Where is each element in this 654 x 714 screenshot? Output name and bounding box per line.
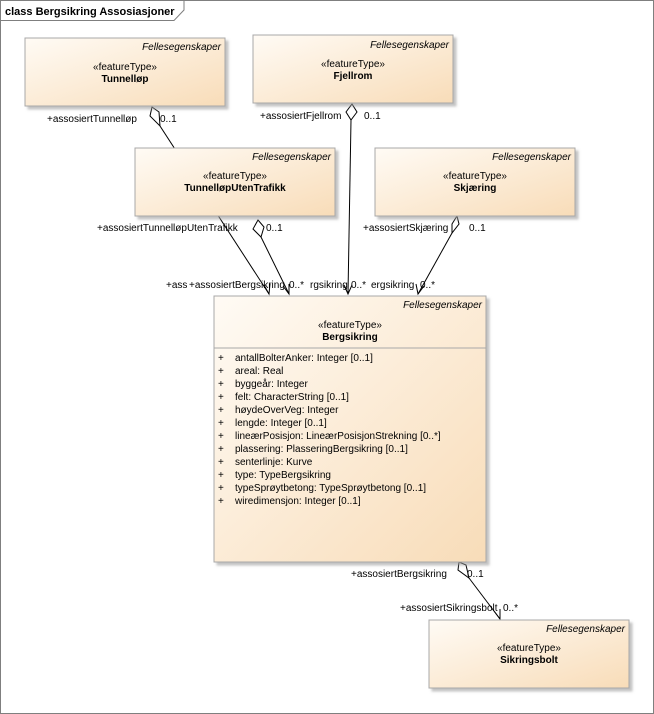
arrowhead-tunnellop bbox=[263, 283, 271, 296]
class-box bbox=[252, 34, 454, 104]
role-label: +ass bbox=[166, 280, 187, 291]
attribute-visibility: + bbox=[218, 470, 224, 481]
attribute-visibility: + bbox=[218, 457, 224, 468]
stereotype-label: «featureType» bbox=[321, 59, 385, 70]
attribute: wiredimensjon: Integer [0..1] bbox=[234, 496, 361, 507]
role-label: rgsikring bbox=[310, 280, 348, 291]
attribute: høydeOverVeg: Integer bbox=[235, 405, 339, 416]
attribute-visibility: + bbox=[218, 431, 224, 442]
diamond-skjaering bbox=[451, 214, 460, 235]
package-label: Fellesegenskaper bbox=[252, 152, 332, 163]
role-label: +assosiertFjellrom bbox=[260, 111, 341, 122]
attribute-visibility: + bbox=[218, 444, 224, 455]
attribute-visibility: + bbox=[218, 405, 224, 416]
stereotype-label: «featureType» bbox=[203, 171, 267, 182]
attribute-list: + antallBolterAnker: Integer [0..1] + area… bbox=[218, 353, 441, 507]
arrowhead-tunnellopUtenTrafikk bbox=[282, 284, 290, 296]
association-fjellrom-bergsikring bbox=[347, 119, 352, 295]
attribute-visibility: + bbox=[218, 418, 224, 429]
multiplicity-label: 0..1 bbox=[266, 223, 283, 234]
package-label: Fellesegenskaper bbox=[142, 42, 222, 53]
role-label: +assosiertTunnelløpUtenTrafikk bbox=[97, 223, 239, 234]
class-name: Bergsikring bbox=[322, 332, 378, 343]
role-label: +assosiertSikringsbolt bbox=[400, 603, 498, 614]
attribute-visibility: + bbox=[218, 496, 224, 507]
association-tunnellopUtenTrafikk-bergsikring bbox=[260, 236, 290, 295]
class-box bbox=[428, 619, 630, 689]
role-label: +assosiertBergsikring bbox=[189, 280, 285, 291]
class-name: Fjellrom bbox=[334, 71, 373, 82]
package-label: Fellesegenskaper bbox=[492, 152, 572, 163]
attribute-visibility: + bbox=[218, 366, 224, 377]
stereotype-label: «featureType» bbox=[497, 643, 561, 654]
aggregation-diamonds bbox=[149, 103, 470, 580]
arrowhead-fjellrom bbox=[343, 284, 353, 296]
stereotype-label: «featureType» bbox=[443, 171, 507, 182]
attribute: felt: CharacterString [0..1] bbox=[235, 392, 349, 403]
attribute: senterlinje: Kurve bbox=[235, 457, 313, 468]
class-name: Tunnelløp bbox=[101, 74, 148, 85]
attribute-visibility: + bbox=[218, 392, 224, 403]
multiplicity-label: 0..* bbox=[420, 280, 435, 291]
attribute: lengde: Integer [0..1] bbox=[235, 418, 327, 429]
stereotype-label: «featureType» bbox=[318, 320, 382, 331]
multiplicity-label: 0..* bbox=[289, 280, 304, 291]
class-bergsikring[interactable]: Fellesegenskaper «featureType» Bergsikri… bbox=[213, 295, 487, 563]
arrowhead-skjaering bbox=[415, 283, 425, 296]
arrowhead-sikringsbolt bbox=[493, 609, 501, 621]
diamond-tunnellop bbox=[149, 106, 161, 128]
diamond-tunnellopUtenTrafikk bbox=[252, 219, 265, 238]
attribute-visibility: + bbox=[218, 379, 224, 390]
stereotype-label: «featureType» bbox=[93, 62, 157, 73]
attribute: antallBolterAnker: Integer [0..1] bbox=[235, 353, 373, 364]
attribute: plassering: PlasseringBergsikring [0..1] bbox=[235, 444, 408, 455]
association-labels: +assosiertTunnelløp 0..1 +assosiertFjell… bbox=[47, 111, 518, 614]
package-label: Fellesegenskaper bbox=[546, 624, 626, 635]
multiplicity-label: 0..1 bbox=[469, 223, 486, 234]
package-label: Fellesegenskaper bbox=[370, 40, 450, 51]
frame-title: class Bergsikring Assosiasjoner bbox=[5, 6, 175, 18]
role-label: +assosiertTunnelløp bbox=[47, 114, 137, 125]
attribute: areal: Real bbox=[235, 366, 283, 377]
attribute-visibility: + bbox=[218, 483, 224, 494]
role-label: ergsikring bbox=[371, 280, 414, 291]
attribute: type: TypeBergsikring bbox=[235, 470, 331, 481]
class-sikringsbolt[interactable]: Fellesegenskaper «featureType» Sikringsb… bbox=[428, 619, 630, 689]
multiplicity-label: 0..1 bbox=[364, 111, 381, 122]
association-skjaering-bergsikring bbox=[417, 232, 453, 295]
class-name: Sikringsbolt bbox=[500, 655, 558, 666]
package-label: Fellesegenskaper bbox=[403, 300, 483, 311]
attribute-visibility: + bbox=[218, 353, 224, 364]
role-label: +assosiertSkjæring bbox=[363, 223, 448, 234]
multiplicity-label: 0..1 bbox=[160, 114, 177, 125]
role-label: +assosiertBergsikring bbox=[351, 569, 447, 580]
class-box bbox=[24, 37, 226, 107]
class-box bbox=[374, 147, 576, 217]
diamond-bergsikring bbox=[457, 561, 470, 580]
attribute: lineærPosisjon: LineærPosisjonStrekning … bbox=[235, 431, 441, 442]
diamond-fjellrom bbox=[345, 103, 358, 121]
attribute: typeSprøytbetong: TypeSprøytbetong [0..1… bbox=[235, 483, 426, 494]
attribute: byggeår: Integer bbox=[235, 378, 308, 390]
class-tunnellopUtenTrafikk[interactable]: Fellesegenskaper «featureType» Tunnelløp… bbox=[134, 147, 336, 217]
multiplicity-label: 0..* bbox=[351, 280, 366, 291]
class-tunnellop[interactable]: Fellesegenskaper «featureType» Tunnelløp bbox=[24, 37, 226, 107]
multiplicity-label: 0..* bbox=[503, 603, 518, 614]
frame-tab bbox=[0, 0, 185, 21]
class-name: Skjæring bbox=[454, 183, 497, 194]
class-box bbox=[134, 147, 336, 217]
class-box bbox=[213, 295, 487, 563]
class-fjellrom[interactable]: Fellesegenskaper «featureType» Fjellrom bbox=[252, 34, 454, 104]
class-skjaering[interactable]: Fellesegenskaper «featureType» Skjæring bbox=[374, 147, 576, 217]
class-name: TunnelløpUtenTrafikk bbox=[184, 183, 286, 194]
multiplicity-label: 0..1 bbox=[467, 569, 484, 580]
